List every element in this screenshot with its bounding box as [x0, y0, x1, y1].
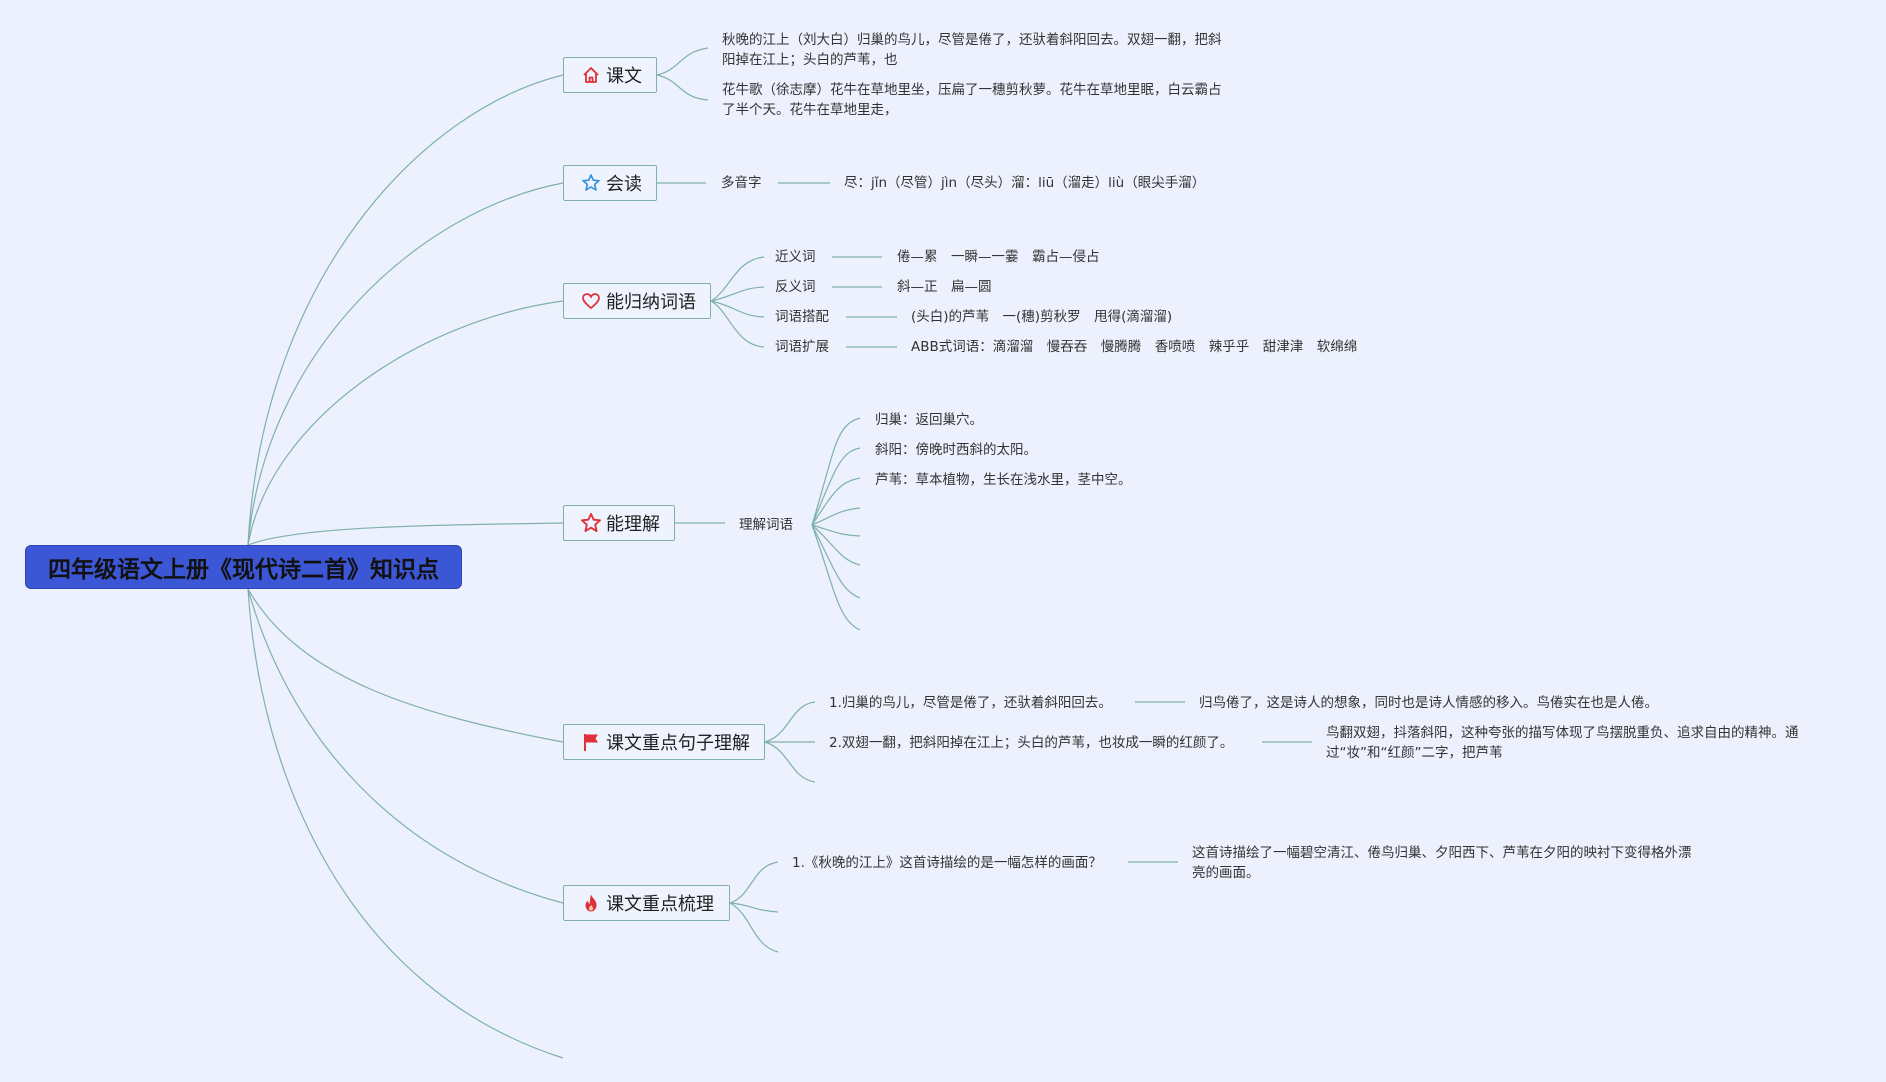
branch-label: 课文重点句子理解 [606, 733, 750, 754]
key-sentence: 1.归巢的鸟儿，尽管是倦了，还驮着斜阳回去。 [829, 695, 1112, 711]
word-meaning: 芦苇：草本植物，生长在浅水里，茎中空。 [875, 472, 1132, 488]
branch-shuli[interactable]: 课文重点梳理 [563, 885, 730, 921]
branch-label: 课文重点梳理 [606, 894, 714, 915]
pronunciation-detail: 尽：jǐn（尽管）jìn（尽头）溜：liū（溜走）liù（眼尖手溜） [844, 175, 1206, 191]
connector [247, 300, 564, 546]
connector [710, 300, 765, 348]
sub-topic-lijieciyu: 理解词语 [739, 517, 793, 533]
root-title: 四年级语文上册《现代诗二首》知识点 [48, 557, 439, 583]
word-values: 斜—正 扁—圆 [897, 279, 992, 295]
connector [710, 300, 765, 318]
sub-topic-duoyinzi: 多音字 [721, 175, 762, 191]
branch-guina[interactable]: 能归纳词语 [563, 283, 711, 319]
branch-label: 能理解 [606, 514, 660, 535]
flag-icon [580, 731, 602, 753]
root-topic[interactable]: 四年级语文上册《现代诗二首》知识点 [25, 545, 462, 589]
review-answer: 这首诗描绘了一幅碧空清江、倦鸟归巢、夕阳西下、芦苇在夕阳的映衬下变得格外漂亮的画… [1192, 845, 1692, 881]
connector [811, 524, 861, 537]
word-values: 倦—累 一瞬—一霎 霸占—侵占 [897, 249, 1100, 265]
branch-kewen[interactable]: 课文 [563, 57, 657, 93]
connector [811, 524, 861, 566]
branch-label: 课文 [606, 66, 642, 87]
connector [710, 286, 765, 302]
word-category: 近义词 [775, 249, 816, 265]
connector [656, 74, 709, 101]
word-category: 词语扩展 [775, 339, 829, 355]
branch-label: 会读 [606, 174, 642, 195]
key-sentence: 2.双翅一翻，把斜阳掉在江上；头白的芦苇，也妆成一瞬的红颜了。 [829, 735, 1234, 751]
connector [811, 417, 861, 526]
review-question: 1.《秋晚的江上》这首诗描绘的是一幅怎样的画面？ [792, 855, 1102, 871]
house-icon [580, 64, 602, 86]
connector [729, 861, 779, 904]
poem-item: 花牛歌（徐志摩）花牛在草地里坐，压扁了一穗剪秋萝。花牛在草地里眠，白云霸占了半个… [722, 82, 1222, 118]
branch-label: 能归纳词语 [606, 292, 696, 313]
word-category: 反义词 [775, 279, 816, 295]
star-outline-icon [580, 172, 602, 194]
connector [764, 701, 816, 743]
star-red-icon [580, 512, 602, 534]
word-values: ABB式词语：滴溜溜 慢吞吞 慢腾腾 香喷喷 辣乎乎 甜津津 软绵绵 [911, 339, 1358, 355]
word-meaning: 归巢：返回巢穴。 [875, 412, 983, 428]
word-values: (头白)的芦苇 一(穗)剪秋罗 甩得(滴溜溜) [911, 309, 1173, 325]
sentence-note: 鸟翻双翅，抖落斜阳，这种夸张的描写体现了鸟摆脱重负、追求自由的精神。通过“妆”和… [1326, 725, 1799, 761]
connector [247, 588, 564, 743]
connector [729, 902, 779, 913]
connector [811, 524, 861, 599]
connector [710, 256, 765, 302]
connector [656, 47, 709, 76]
heart-icon [580, 290, 602, 312]
connector [247, 588, 564, 1059]
connector [811, 477, 861, 526]
poem-item: 秋晚的江上（刘大白）归巢的鸟儿，尽管是倦了，还驮着斜阳回去。双翅一翻，把斜阳掉在… [722, 32, 1222, 68]
connector [764, 741, 816, 783]
connector [729, 902, 779, 953]
word-meaning: 斜阳：傍晚时西斜的太阳。 [875, 442, 1037, 458]
sentence-note: 归鸟倦了，这是诗人的想象，同时也是诗人情感的移入。鸟倦实在也是人倦。 [1199, 695, 1658, 711]
connector [247, 74, 564, 546]
connector [811, 524, 861, 631]
branch-juzi[interactable]: 课文重点句子理解 [563, 724, 765, 760]
branch-lijie[interactable]: 能理解 [563, 505, 675, 541]
fire-icon [580, 892, 602, 914]
word-category: 词语搭配 [775, 309, 829, 325]
branch-huidu[interactable]: 会读 [563, 165, 657, 201]
connector [247, 522, 564, 546]
connector [811, 447, 861, 526]
connector [247, 182, 564, 546]
connector [811, 507, 861, 526]
connector [247, 588, 564, 904]
